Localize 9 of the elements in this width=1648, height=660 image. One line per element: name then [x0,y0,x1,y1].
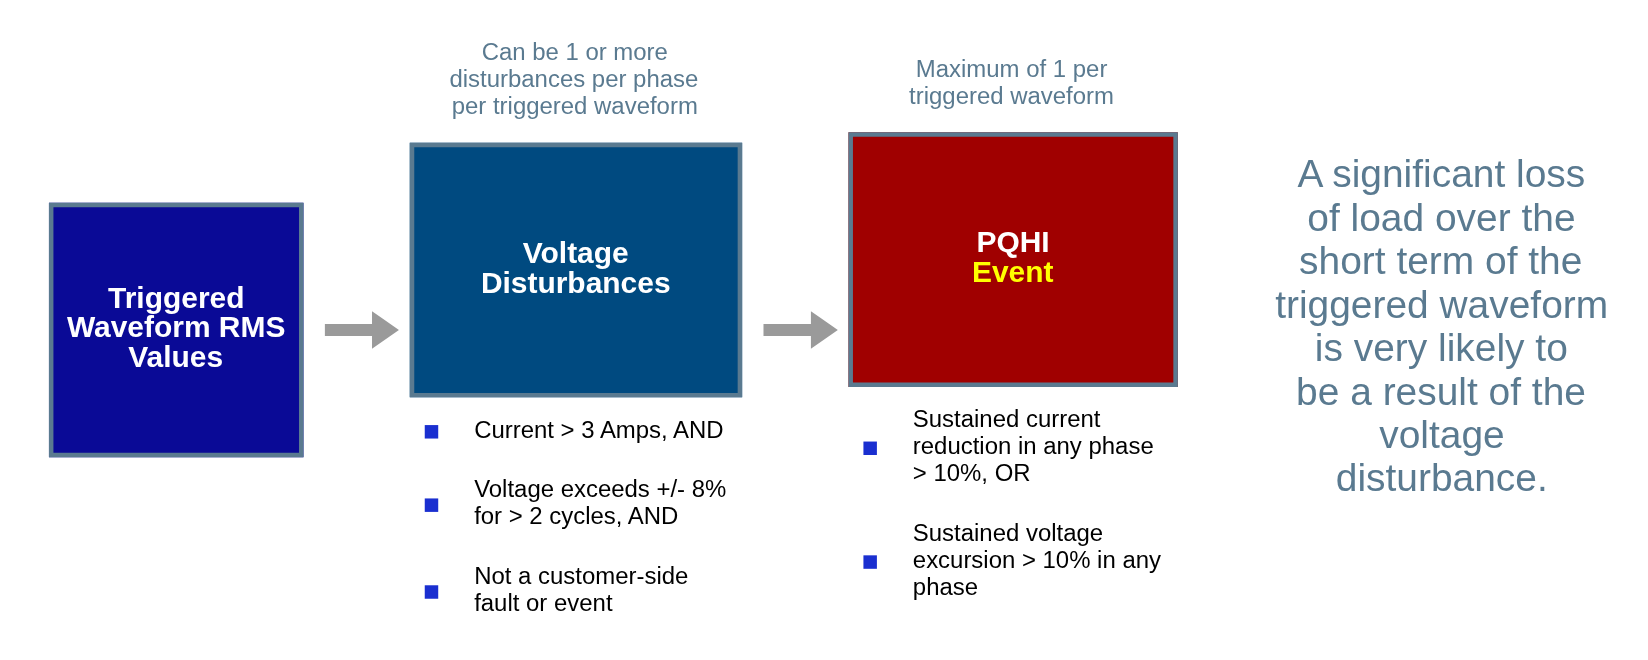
arrow [763,311,838,349]
node-label: Current > 3 Amps, AND [473,415,724,443]
label: A significant loss of load over the short term of the triggered waveform is very likely to be a result of the voltage disturbance. [1274,152,1608,500]
node-label: Sustained voltage excursion > 10% in any phase [912,518,1161,600]
node-label: Can be 1 or more disturbances per phase per triggered waveform [448,38,698,120]
node-label: Voltage exceeds +/- 8% for > 2 cycles, AND [473,475,726,530]
node-label: Maximum of 1 per triggered waveform [908,54,1114,109]
node-label: Sustained current reduction in any phase > 10%, OR [912,405,1154,486]
arrow [324,311,399,349]
